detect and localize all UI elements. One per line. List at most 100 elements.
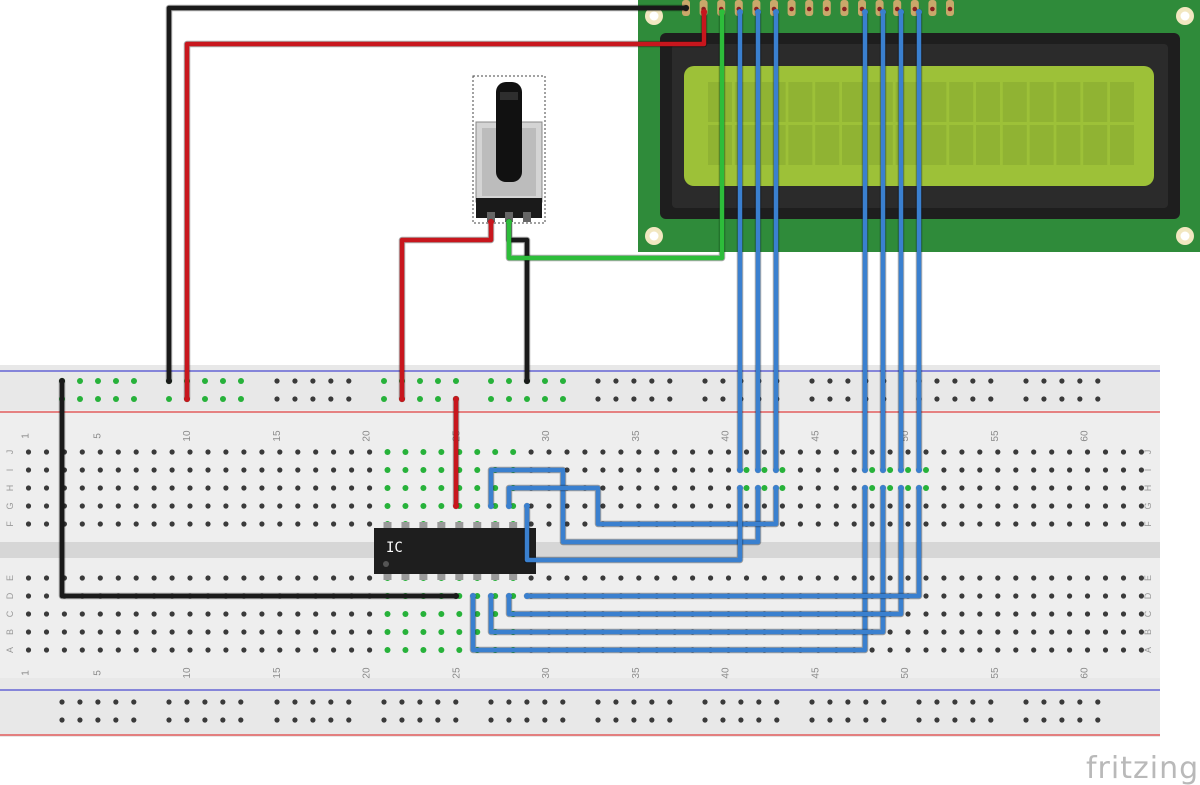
breadboard-hole <box>115 611 121 617</box>
breadboard-hole <box>708 485 714 491</box>
breadboard-hole <box>761 449 768 455</box>
breadboard-hole <box>905 611 911 617</box>
breadboard-hole <box>1067 521 1073 527</box>
lcd-character-cell <box>1083 125 1108 165</box>
breadboard-hole <box>941 593 947 599</box>
rail-hole <box>809 396 815 402</box>
rail-hole <box>988 396 994 402</box>
ic-pin <box>455 522 464 528</box>
column-number: 55 <box>990 430 1001 442</box>
breadboard-hole <box>169 449 175 455</box>
rail-hole <box>542 699 548 705</box>
breadboard-hole <box>1102 593 1109 599</box>
lcd-pin-hole <box>930 6 935 12</box>
breadboard-hole <box>977 521 983 527</box>
breadboard-hole <box>241 449 247 455</box>
breadboard-hole <box>313 629 319 635</box>
breadboard-hole <box>295 629 301 635</box>
lcd-character-cell <box>1029 125 1054 165</box>
breadboard-hole <box>295 467 301 473</box>
rail-hole <box>346 378 352 384</box>
breadboard-hole <box>905 575 911 581</box>
breadboard-hole <box>1049 647 1055 653</box>
row-letter: A <box>1143 647 1153 653</box>
rail-hole <box>827 717 833 723</box>
connected-hole <box>381 396 387 402</box>
breadboard-hole <box>941 611 947 617</box>
breadboard-hole <box>600 503 606 509</box>
row-letter: H <box>1143 485 1153 492</box>
ic-pin <box>419 574 428 580</box>
breadboard-hole <box>223 647 229 653</box>
row-letter: F <box>5 521 15 527</box>
lcd-pin-hole <box>824 6 830 12</box>
breadboard-hole <box>241 467 247 473</box>
breadboard-hole <box>546 575 552 581</box>
column-number: 50 <box>900 430 911 442</box>
breadboard-hole <box>654 575 660 581</box>
breadboard-hole <box>25 575 32 581</box>
breadboard-hole <box>761 575 768 581</box>
rail-hole <box>667 378 673 384</box>
breadboard-hole <box>1031 485 1037 491</box>
breadboard-hole <box>115 449 121 455</box>
breadboard-hole <box>259 449 265 455</box>
breadboard-hole <box>833 467 839 473</box>
breadboard-hole <box>546 503 552 509</box>
column-number: 5 <box>92 670 103 676</box>
rail-hole <box>863 717 869 723</box>
breadboard-hole <box>564 449 570 455</box>
wire-endpoint <box>862 467 868 473</box>
rail-hole <box>560 699 566 705</box>
breadboard-hole <box>1120 593 1127 599</box>
connected-hole <box>131 396 137 402</box>
connected-hole <box>887 467 894 473</box>
connected-hole <box>420 647 427 653</box>
breadboard-hole <box>725 449 732 455</box>
breadboard-hole <box>1138 611 1144 617</box>
breadboard-hole <box>977 593 983 599</box>
breadboard-hole <box>1138 593 1144 599</box>
rail-hole <box>488 717 494 723</box>
lcd-character-cell <box>976 125 1000 165</box>
breadboard-hole <box>528 449 534 455</box>
breadboard-hole <box>636 485 642 491</box>
breadboard-hole <box>851 521 857 527</box>
breadboard-hole <box>61 647 67 653</box>
connected-hole <box>492 485 499 491</box>
rail-hole <box>95 717 101 723</box>
breadboard-hole <box>833 521 839 527</box>
rail-hole <box>970 378 976 384</box>
breadboard-hole <box>1102 467 1109 473</box>
rail-hole <box>649 699 655 705</box>
connected-hole <box>384 629 391 635</box>
breadboard-hole <box>797 521 804 527</box>
breadboard-hole <box>654 503 660 509</box>
breadboard-hole <box>600 449 606 455</box>
lcd-character-cell <box>815 125 840 165</box>
breadboard-hole <box>295 575 301 581</box>
breadboard-hole <box>833 575 839 581</box>
breadboard-hole <box>779 575 786 581</box>
rail-hole <box>274 717 280 723</box>
breadboard-hole <box>1013 521 1019 527</box>
breadboard-hole <box>869 647 875 653</box>
lcd-pin-hole <box>789 6 794 12</box>
breadboard-hole <box>97 467 103 473</box>
connected-hole <box>492 449 499 455</box>
rail-hole <box>934 717 940 723</box>
wire-endpoint <box>399 396 405 402</box>
breadboard-hole <box>941 575 947 581</box>
breadboard-hole <box>349 449 355 455</box>
breadboard-hole <box>708 449 714 455</box>
column-number: 1 <box>21 670 32 676</box>
breadboard-hole <box>833 449 839 455</box>
breadboard-hole <box>636 467 642 473</box>
center-channel <box>0 542 1160 558</box>
column-number: 40 <box>721 667 732 679</box>
breadboard-hole <box>331 467 337 473</box>
breadboard-hole <box>1067 467 1073 473</box>
breadboard-hole <box>1138 503 1144 509</box>
breadboard-hole <box>151 575 157 581</box>
